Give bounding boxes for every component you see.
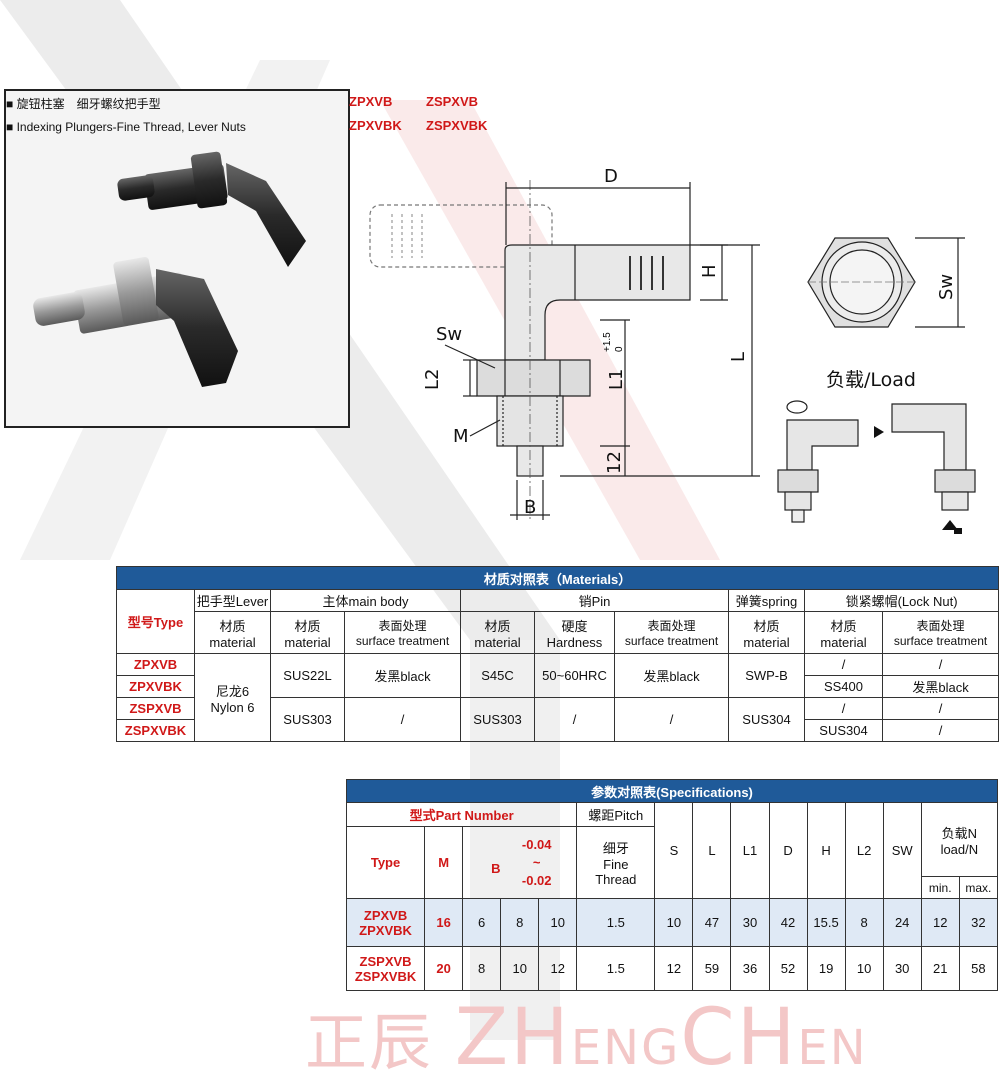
model-code-zspxvbk: ZSPXVBK	[426, 118, 488, 133]
model-code-zspxvb: ZSPXVB	[426, 94, 479, 109]
technical-drawing: D H L Sw Sw L2 L1 +1.5 0 M 12 B 负载/Load	[369, 166, 976, 534]
group-pin: 销Pin	[460, 589, 729, 612]
group-spring: 弹簧spring	[728, 589, 805, 612]
dim-sw-side-label: Sw	[936, 274, 957, 300]
type-zpxvbk: ZPXVBK	[116, 675, 195, 698]
type-zpxvb: ZPXVB	[116, 653, 195, 676]
dim-l-label: L	[728, 352, 749, 362]
dim-sw-label: Sw	[436, 324, 462, 345]
group-body: 主体main body	[270, 589, 461, 612]
dim-l1-tol-lower: 0	[614, 346, 625, 352]
title-cn: ■ 旋钮柱塞 细牙螺纹把手型	[6, 97, 161, 111]
load-title: 负载/Load	[826, 369, 916, 391]
type-zspxvb: ZSPXVB	[116, 697, 195, 720]
materials-table: 材质对照表（Materials） 型号Type 把手型Lever 主体main …	[115, 566, 1000, 742]
group-nut: 锁紧螺帽(Lock Nut)	[803, 589, 1000, 612]
dim-b-label: B	[524, 497, 536, 518]
type-header: Type	[345, 826, 426, 899]
dim-l1-label: L1	[606, 369, 627, 390]
dim-l1-tol-upper: +1.5	[602, 332, 613, 352]
type-header: 型号Type	[116, 589, 195, 654]
materials-caption: 材质对照表（Materials）	[115, 566, 1000, 590]
pitch-header: 螺距Pitch	[576, 802, 656, 827]
specifications-table: 参数对照表(Specifications) 型式Part Number 螺距Pi…	[345, 779, 999, 991]
group-lever: 把手型Lever	[194, 589, 271, 612]
part-number-header: 型式Part Number	[345, 802, 578, 827]
model-code-zpxvbk: ZPXVBK	[349, 118, 402, 133]
product-photo-panel	[4, 89, 350, 428]
product-photo	[33, 151, 306, 387]
watermark-brand: 正辰 ZHENGCHEN	[305, 993, 868, 1083]
title-en: ■ Indexing Plungers-Fine Thread, Lever N…	[6, 120, 246, 134]
dim-l2-label: L2	[422, 369, 443, 390]
specs-caption: 参数对照表(Specifications)	[346, 779, 998, 803]
model-code-zpxvb: ZPXVB	[349, 94, 393, 109]
dim-m-label: M	[453, 426, 469, 447]
dim-d-label: D	[604, 166, 618, 187]
dim-12-label: 12	[604, 451, 625, 474]
type-zspxvbk: ZSPXVBK	[116, 719, 195, 742]
dim-h-label: H	[699, 264, 720, 278]
